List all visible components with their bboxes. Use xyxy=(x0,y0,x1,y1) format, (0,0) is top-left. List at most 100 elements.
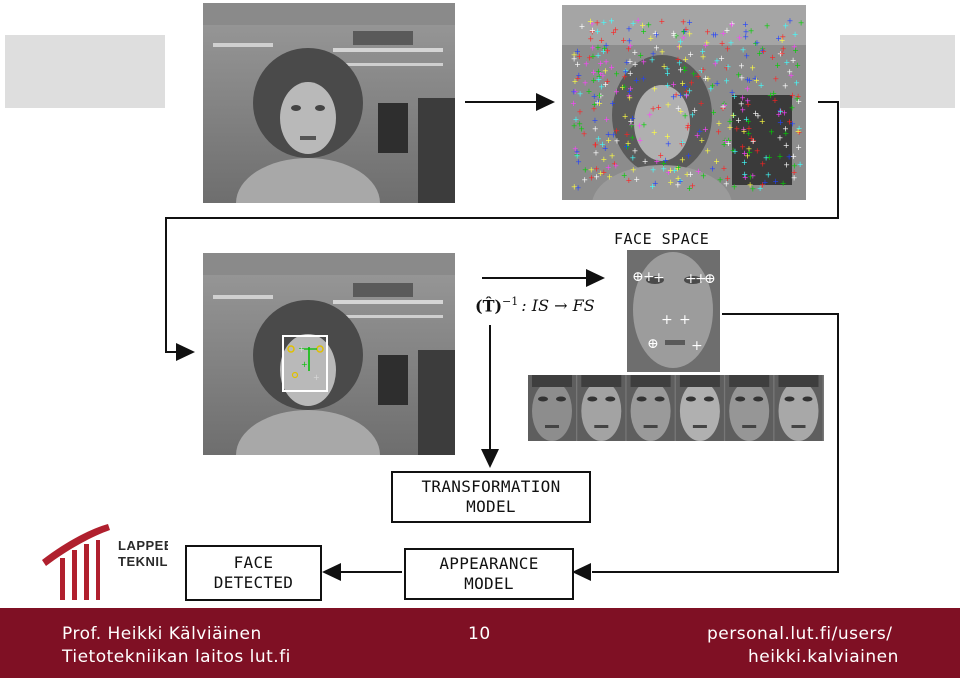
feature-point-mark: + xyxy=(782,81,789,90)
feature-point-mark: + xyxy=(655,103,662,112)
feature-point-mark: + xyxy=(756,49,763,58)
feature-point-mark: + xyxy=(653,30,660,39)
svg-text:+: + xyxy=(653,270,665,286)
feature-point-mark: + xyxy=(664,64,671,73)
feature-point-mark: + xyxy=(745,117,752,126)
feature-point-mark: + xyxy=(603,41,610,50)
feature-point-mark: + xyxy=(720,29,727,38)
feature-point-mark: + xyxy=(743,52,750,61)
feature-point-mark: + xyxy=(704,28,711,37)
feature-point-mark: + xyxy=(626,94,633,103)
feature-point-mark: + xyxy=(575,74,582,83)
feature-point-mark: + xyxy=(732,147,739,156)
feature-point-mark: + xyxy=(587,17,594,26)
feature-point-mark: + xyxy=(571,55,578,64)
feature-point-mark: + xyxy=(637,51,644,60)
feature-point-mark: + xyxy=(710,108,717,117)
transformation-box-line2: MODEL xyxy=(466,497,516,516)
feature-point-mark: + xyxy=(774,61,781,70)
feature-point-mark: + xyxy=(736,34,743,43)
feature-point-mark: + xyxy=(783,161,790,170)
formula-exponent: −1 xyxy=(502,295,519,308)
formula-lhs: (T̂) xyxy=(475,296,503,316)
feature-point-mark: + xyxy=(683,91,690,100)
feature-point-mark: + xyxy=(787,16,794,25)
feature-point-mark: + xyxy=(626,91,633,100)
feature-point-mark: + xyxy=(608,63,615,72)
feature-point-mark: + xyxy=(653,43,660,52)
feature-point-mark: + xyxy=(613,162,620,171)
feature-point-mark: + xyxy=(578,125,585,134)
feature-point-mark: + xyxy=(573,115,580,124)
feature-point-mark: + xyxy=(679,155,686,164)
feature-point-mark: + xyxy=(661,62,668,71)
footer-department: Tietotekniikan laitos lut.fi xyxy=(62,647,291,667)
feature-point-mark: + xyxy=(596,75,603,84)
feature-point-mark: + xyxy=(579,22,586,31)
feature-point-mark: + xyxy=(664,69,671,78)
feature-point-mark: + xyxy=(705,75,712,84)
logo-line2: TEKNILLINEN xyxy=(118,554,168,569)
feature-point-mark: + xyxy=(731,182,738,191)
feature-point-mark: + xyxy=(603,115,610,124)
feature-point-mark: + xyxy=(570,99,577,108)
feature-point-mark: + xyxy=(626,25,633,34)
feature-point-mark: + xyxy=(759,46,766,55)
detected-frame-photo: + + + xyxy=(203,253,455,455)
feature-point-mark: + xyxy=(686,18,693,27)
feature-point-mark: + xyxy=(783,141,790,150)
feature-point-mark: + xyxy=(624,58,631,67)
feature-point-mark: + xyxy=(571,51,578,60)
feature-point-mark: + xyxy=(608,17,615,26)
feature-point-mark: + xyxy=(688,78,695,87)
feature-point-mark: + xyxy=(782,22,789,31)
feature-point-mark: + xyxy=(665,101,672,110)
feature-point-mark: + xyxy=(601,44,608,53)
svg-text:+: + xyxy=(679,312,691,328)
feature-point-mark: + xyxy=(604,77,611,86)
feature-point-mark: + xyxy=(704,146,711,155)
feature-point-mark: + xyxy=(690,70,697,79)
feature-point-mark: + xyxy=(589,20,596,29)
svg-text:⊕: ⊕ xyxy=(704,271,716,287)
feature-point-mark: + xyxy=(613,69,620,78)
feature-point-mark: + xyxy=(731,92,738,101)
dataset-face xyxy=(725,375,774,441)
feature-point-mark: + xyxy=(739,73,746,82)
feature-point-mark: + xyxy=(670,92,677,101)
feature-points-photo: ++++++++++++++++++++++++++++++++++++++++… xyxy=(562,5,806,200)
feature-point-mark: + xyxy=(795,143,802,152)
feature-point-mark: + xyxy=(676,59,683,68)
feature-point-mark: + xyxy=(677,66,684,75)
feature-point-mark: + xyxy=(642,157,649,166)
dataset-face xyxy=(626,375,675,441)
feature-point-mark: + xyxy=(626,87,633,96)
feature-point-mark: + xyxy=(729,20,736,29)
feature-point-mark: + xyxy=(682,82,689,91)
feature-point-mark: + xyxy=(676,43,683,52)
feature-point-mark: + xyxy=(790,152,797,161)
feature-point-mark: + xyxy=(591,92,598,101)
feature-point-mark: + xyxy=(676,42,683,51)
feature-point-mark: + xyxy=(594,27,601,36)
feature-point-mark: + xyxy=(689,181,696,190)
feature-point-mark: + xyxy=(717,176,724,185)
footer-url-line2: heikki.kalviainen xyxy=(748,647,899,667)
feature-point-mark: + xyxy=(716,119,723,128)
feature-point-mark: + xyxy=(788,71,795,80)
feature-point-mark: + xyxy=(714,56,721,65)
feature-point-mark: + xyxy=(632,60,639,69)
feature-point-mark: + xyxy=(621,171,628,180)
feature-point-mark: + xyxy=(765,171,772,180)
feature-point-mark: + xyxy=(739,142,746,151)
feature-point-mark: + xyxy=(602,144,609,153)
feature-point-mark: + xyxy=(596,91,603,100)
dataset-face xyxy=(528,375,576,441)
feature-point-mark: + xyxy=(748,27,755,36)
feature-point-mark: + xyxy=(602,67,609,76)
feature-point-mark: + xyxy=(605,163,612,172)
feature-point-mark: + xyxy=(752,74,759,83)
feature-point-mark: + xyxy=(592,124,599,133)
feature-point-mark: + xyxy=(779,49,786,58)
feature-point-mark: + xyxy=(604,46,611,55)
